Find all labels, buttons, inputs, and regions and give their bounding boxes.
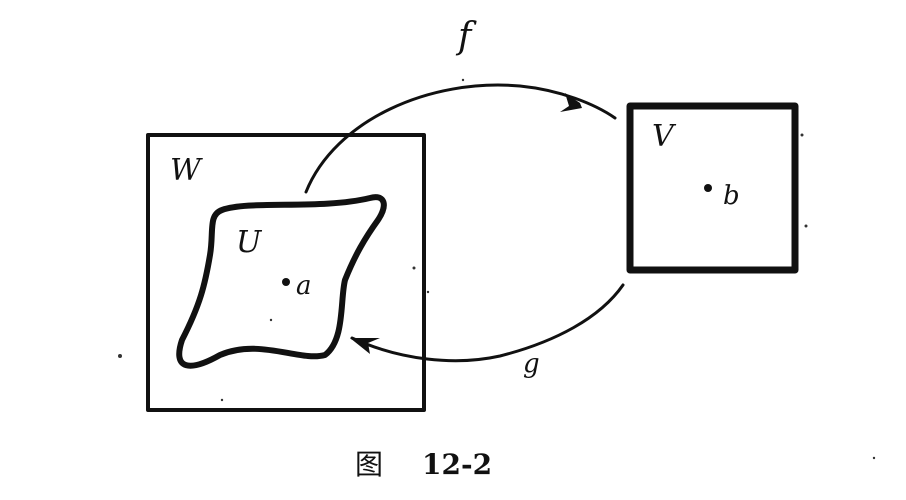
- map-g-arrowhead: [350, 338, 380, 354]
- label-a: a: [296, 271, 312, 301]
- map-f-arrowhead: [560, 93, 582, 112]
- set-u-region: [176, 194, 387, 369]
- caption-prefix: 图: [355, 448, 383, 481]
- label-w: W: [170, 153, 203, 188]
- label-u: U: [236, 225, 263, 260]
- label-f: f: [455, 16, 477, 57]
- scan-specks: [118, 78, 876, 460]
- set-w-box: [146, 133, 426, 412]
- point-a-dot: [282, 278, 290, 286]
- label-g: g: [523, 349, 540, 379]
- set-v-box: [626, 102, 799, 274]
- point-b-dot: [704, 184, 712, 192]
- label-v: V: [652, 119, 677, 154]
- map-g-arrow: [350, 283, 625, 363]
- map-f-arrow: [304, 83, 617, 194]
- caption-number: 12-2: [422, 448, 492, 481]
- label-b: b: [723, 181, 740, 211]
